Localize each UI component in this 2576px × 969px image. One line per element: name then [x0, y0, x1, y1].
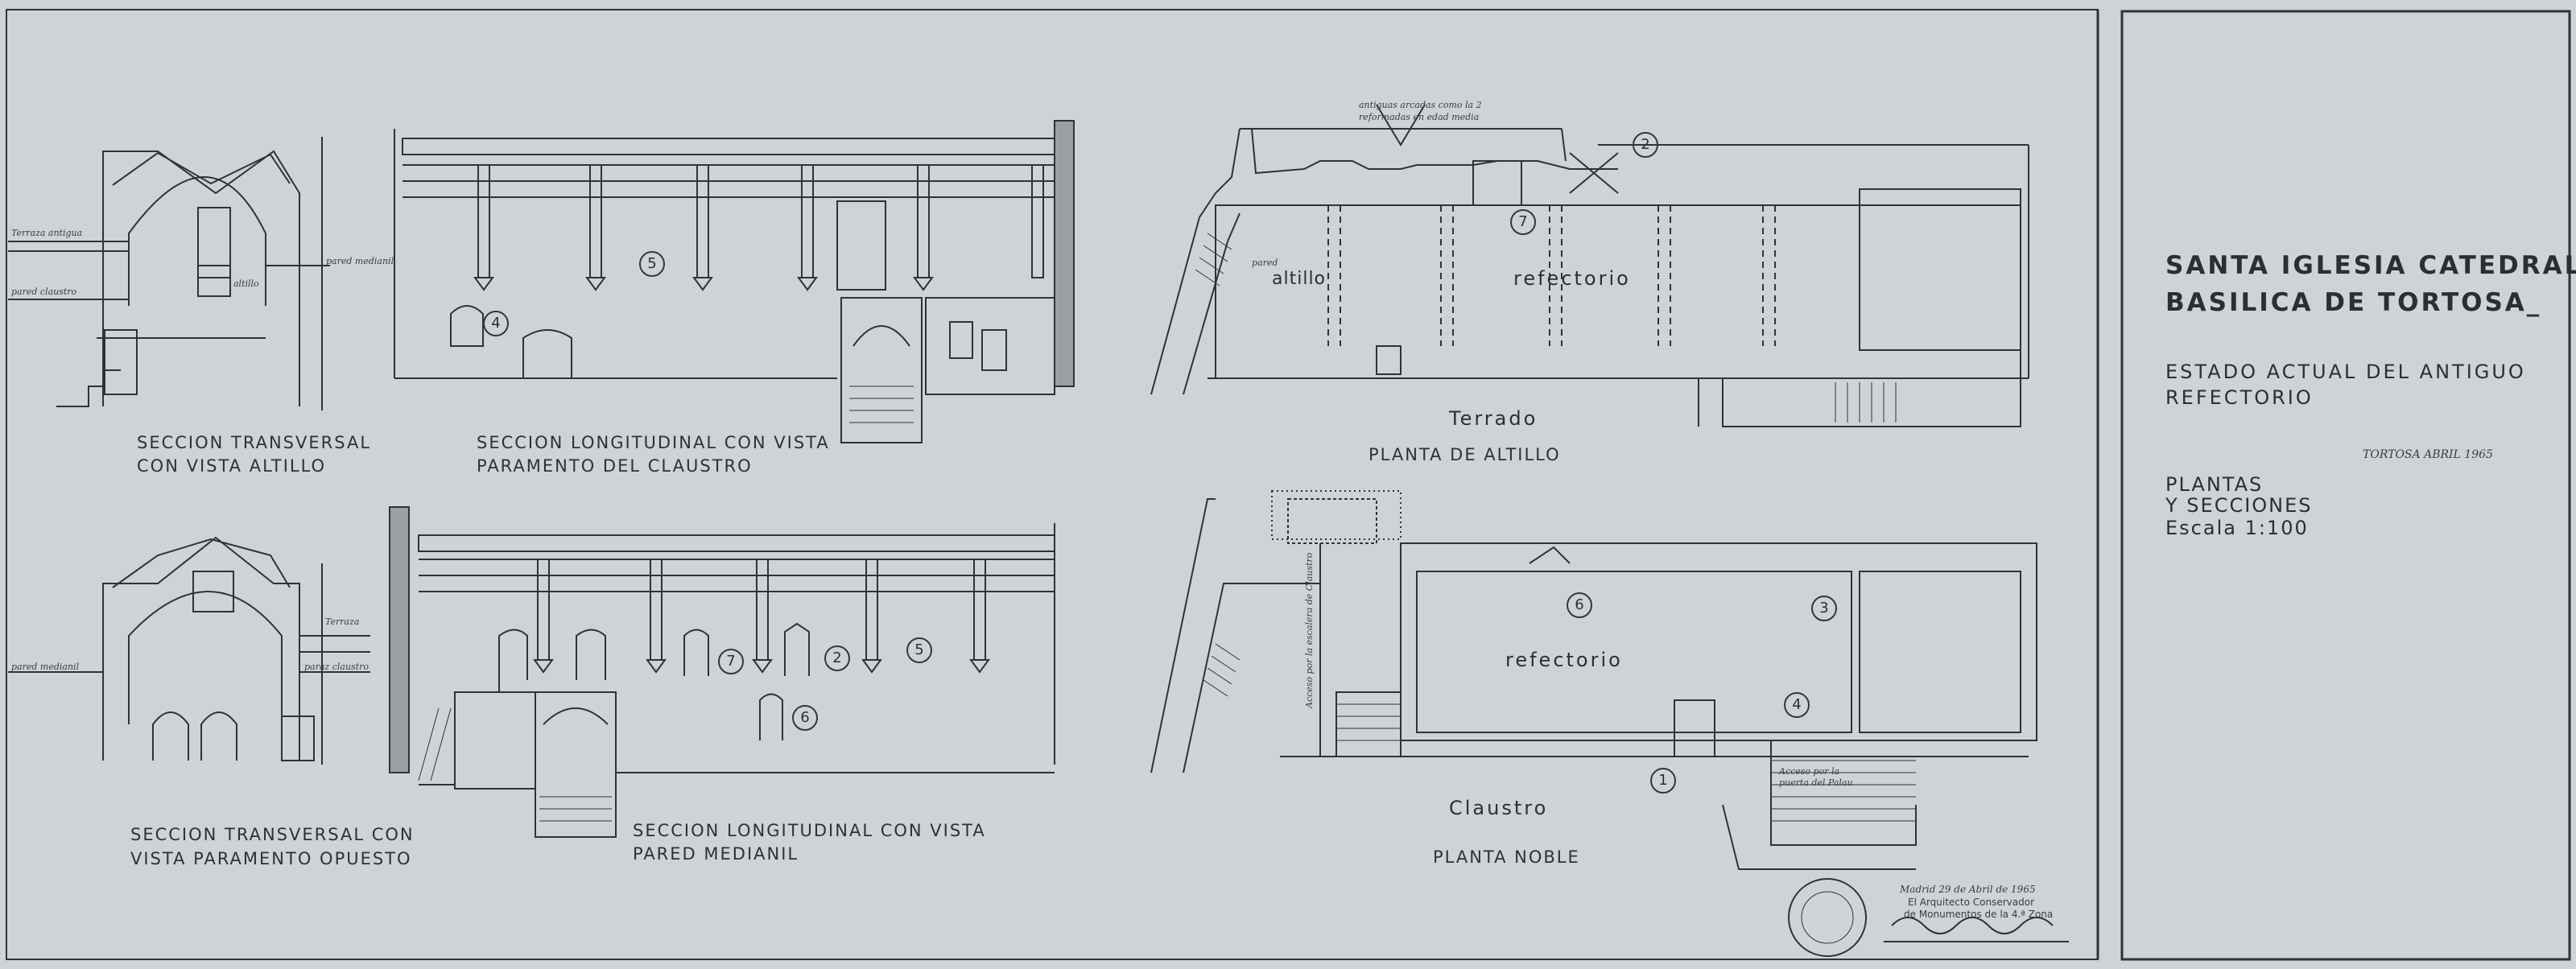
- room-refectorio-top: refectorio: [1513, 267, 1631, 290]
- callout-1-plan: 1: [1650, 768, 1676, 794]
- callout-5-top: 5: [639, 251, 665, 277]
- note-pared-medianil-1: pared medianil: [326, 256, 394, 266]
- title-line-2: BASILICA DE TORTOSA_: [2165, 288, 2542, 317]
- plan-noble: [1150, 490, 2037, 870]
- note-terraza-altillo: Terraza antigua: [11, 228, 83, 238]
- label-sec-long-claustro-1: SECCION LONGITUDINAL CON VISTA: [477, 433, 830, 452]
- label-planta-noble: PLANTA NOBLE: [1433, 847, 1580, 867]
- subtitle-line-2: REFECTORIO: [2165, 386, 2314, 409]
- note-pared-claustro-2: paraz claustro: [304, 662, 369, 672]
- signature-role-1: El Arquitecto Conservador: [1908, 897, 2035, 908]
- callout-6-bottom: 6: [792, 705, 818, 731]
- official-seal-stamp: [1788, 878, 1867, 957]
- note-antiguas-arcadas: antiguas arcadas como la 2: [1359, 100, 1482, 110]
- note-altillo-small: altillo: [233, 278, 259, 289]
- section-longitudinal-medianil: [389, 506, 1055, 838]
- scale-label: Escala 1:100: [2165, 517, 2309, 539]
- callout-4-plan: 4: [1784, 692, 1810, 718]
- note-acceso-escalera: Acceso por la escalera de Claustro: [1304, 552, 1315, 708]
- callout-7-bottom: 7: [718, 649, 744, 674]
- note-terraza-2: Terraza: [325, 616, 360, 627]
- callout-3-plan: 3: [1811, 596, 1837, 621]
- drawing-date: TORTOSA ABRIL 1965: [2363, 448, 2493, 461]
- section-longitudinal-claustro: [394, 120, 1075, 443]
- label-sec-trans-opuesto-1: SECCION TRANSVERSAL CON: [130, 825, 415, 844]
- signature-place-date: Madrid 29 de Abril de 1965: [1900, 884, 2036, 895]
- note-pared-claustro-1: pared claustro: [11, 287, 77, 297]
- room-altillo: altillo: [1272, 269, 1327, 289]
- signature-role-2: de Monumentos de la 4.ª Zona: [1904, 909, 2054, 920]
- title-line-1: SANTA IGLESIA CATEDRAL: [2165, 251, 2576, 280]
- label-sec-long-claustro-2: PARAMENTO DEL CLAUSTRO: [477, 456, 753, 476]
- label-sec-trans-opuesto-2: VISTA PARAMENTO OPUESTO: [130, 849, 412, 868]
- note-pared-medianil-2: pared medianil: [11, 662, 80, 672]
- room-terrado: Terrado: [1449, 407, 1538, 430]
- sheet-line-2: Y SECCIONES: [2165, 494, 2313, 517]
- callout-2-bottom: 2: [824, 645, 850, 671]
- plan-altillo: [1150, 104, 2029, 427]
- label-sec-long-medianil-1: SECCION LONGITUDINAL CON VISTA: [633, 821, 986, 840]
- callout-6-plan: 6: [1567, 592, 1592, 618]
- callout-4-top: 4: [483, 311, 509, 336]
- note-cotas-altillo: pared: [1252, 258, 1278, 268]
- sheet-line-1: PLANTAS: [2165, 473, 2264, 496]
- subtitle-line-1: ESTADO ACTUAL DEL ANTIGUO: [2165, 361, 2526, 383]
- label-sec-trans-altillo-2: CON VISTA ALTILLO: [137, 456, 327, 476]
- callout-2-top: 2: [1633, 132, 1658, 158]
- section-transversal-altillo: [8, 137, 330, 410]
- section-transversal-opuesto: [8, 536, 370, 765]
- callout-5-bottom: 5: [906, 637, 932, 663]
- label-sec-long-medianil-2: PARED MEDIANIL: [633, 844, 799, 864]
- label-sec-trans-altillo-1: SECCION TRANSVERSAL: [137, 433, 372, 452]
- room-claustro: Claustro: [1449, 797, 1549, 819]
- callout-7-top: 7: [1510, 209, 1536, 235]
- label-planta-altillo: PLANTA DE ALTILLO: [1368, 445, 1561, 464]
- note-acceso-puerta: Acceso por la: [1779, 766, 1840, 777]
- room-refectorio-bottom: refectorio: [1505, 649, 1623, 671]
- note-acceso-puerta-2: puerta del Palau: [1779, 777, 1853, 788]
- note-antiguas-arcadas-2: reformadas en edad media: [1359, 112, 1480, 122]
